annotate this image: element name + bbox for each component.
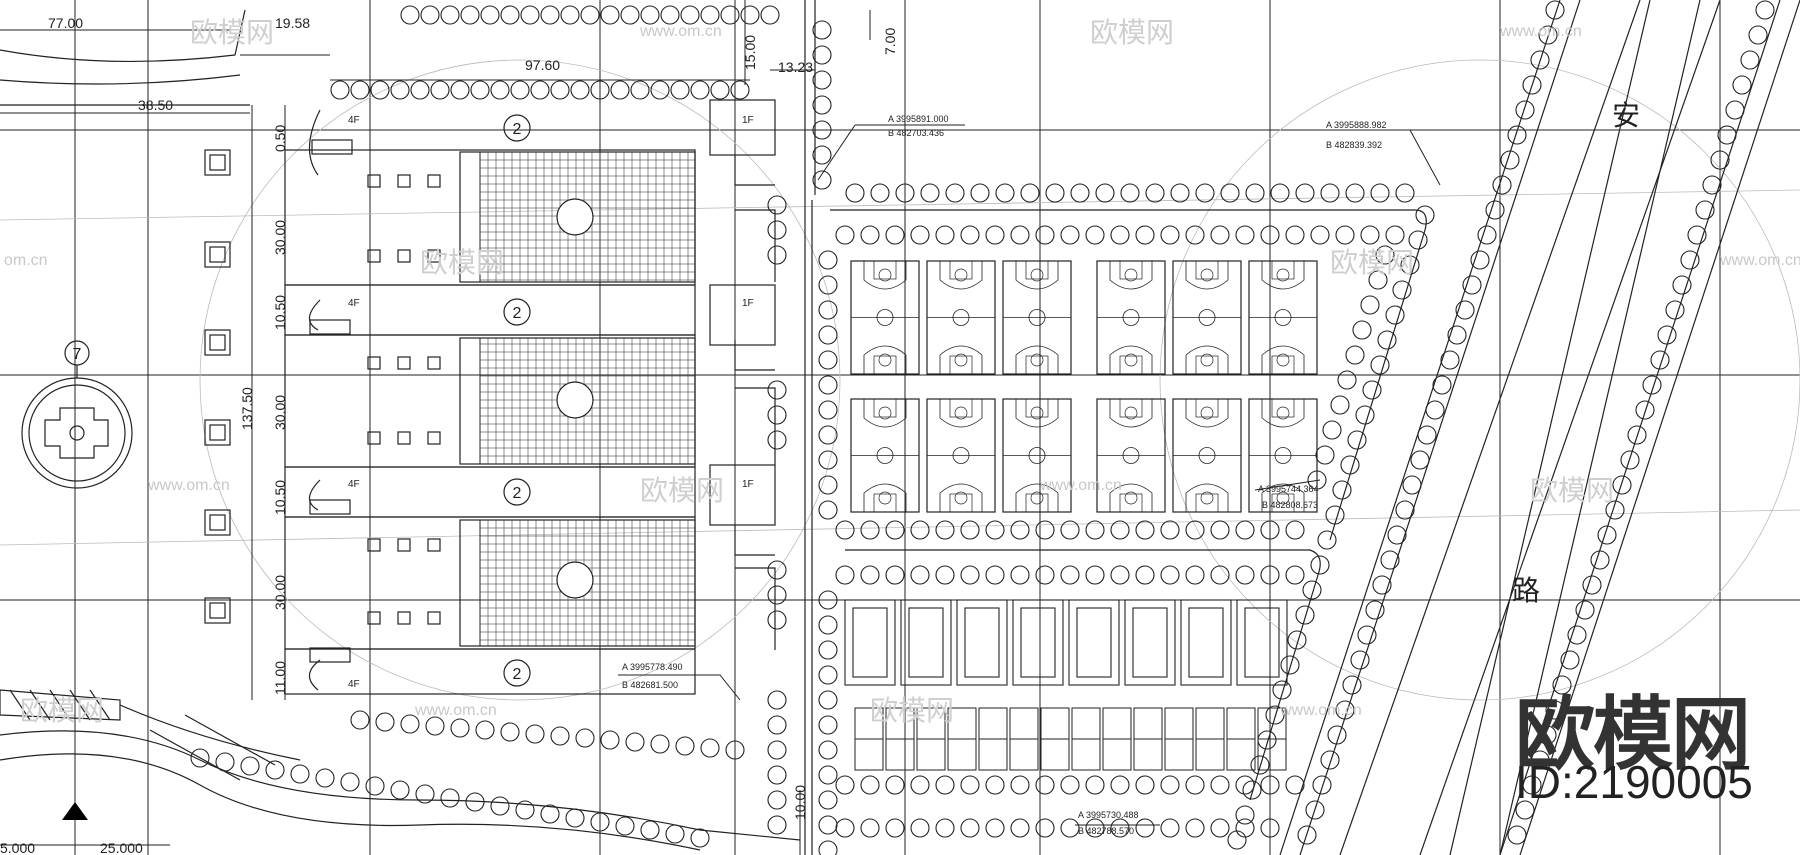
floor-1f-3: 1F bbox=[742, 479, 754, 490]
floor-4f-4: 4F bbox=[348, 679, 360, 690]
road-char-lu: 路 bbox=[1512, 574, 1540, 607]
floor-4f-3: 4F bbox=[348, 479, 360, 490]
building-bubbles bbox=[503, 114, 531, 687]
watermark-site: www.om.cn www.om.cn om.cn www.om.cn www.… bbox=[4, 23, 1800, 719]
watermark-brand-8: 欧模网 bbox=[870, 694, 954, 727]
watermark-brand-6: 欧模网 bbox=[1530, 474, 1614, 507]
watermark-logo-text: 欧模网 bbox=[1515, 688, 1751, 781]
dim-11-00: 11.00 bbox=[272, 661, 288, 695]
dim-0-50: 0.50 bbox=[272, 125, 288, 152]
west-zone bbox=[0, 9, 250, 624]
road-char-an: 安 bbox=[1612, 99, 1640, 132]
floor-1f-1: 1F bbox=[742, 115, 754, 126]
coord-4-b: B 482808.673 bbox=[1262, 500, 1318, 510]
watermark-brand-2: 欧模网 bbox=[1090, 16, 1174, 49]
dim-30-00-b: 30.00 bbox=[272, 395, 288, 430]
watermark-site-7: www.om.cn bbox=[414, 702, 497, 719]
dim-137-50: 137.50 bbox=[239, 387, 255, 430]
watermark-brand-1: 欧模网 bbox=[190, 16, 274, 49]
dim-10-50-a: 10.50 bbox=[272, 295, 288, 330]
tree-rows bbox=[190, 0, 1775, 855]
road-labels: 安 路 bbox=[1512, 99, 1640, 607]
dim-15-00: 15.00 bbox=[742, 35, 758, 70]
dim-7-00: 7.00 bbox=[882, 28, 898, 55]
coord-2-a: A 3995888.982 bbox=[1326, 120, 1387, 130]
dim-5-000: 5.000 bbox=[0, 840, 35, 855]
dim-25-000: 25.000 bbox=[100, 840, 143, 855]
dim-30-00-c: 30.00 bbox=[272, 575, 288, 610]
coord-5-b: B 482788.570 bbox=[1078, 826, 1134, 836]
dim-19-58: 19.58 bbox=[275, 15, 310, 31]
coord-2-b: B 482839.392 bbox=[1326, 140, 1382, 150]
basketball-courts bbox=[850, 260, 1318, 513]
bubble-2-3: 2 bbox=[513, 485, 522, 502]
dim-30-00-a: 30.00 bbox=[272, 220, 288, 255]
coord-3-b: B 482681.500 bbox=[622, 680, 678, 690]
coord-3-a: A 3995778.490 bbox=[622, 662, 683, 672]
floor-1f-2: 1F bbox=[742, 298, 754, 309]
coord-1-a: A 3995891.000 bbox=[888, 114, 949, 124]
dimension-lines bbox=[0, 0, 1441, 855]
watermark-site-8: www.om.cn bbox=[1279, 702, 1362, 719]
watermark-brand-7: 欧模网 bbox=[20, 694, 104, 727]
bubble-7: 7 bbox=[73, 346, 82, 363]
dim-77-00: 77.00 bbox=[48, 15, 83, 31]
tennis-courts bbox=[844, 599, 1288, 686]
watermark-site-2: www.om.cn bbox=[1499, 23, 1582, 40]
plaza-paving bbox=[479, 151, 696, 647]
bubble-labels: 2 2 2 2 7 bbox=[73, 121, 522, 683]
diagonal-road bbox=[1279, 0, 1800, 855]
floor-4f-2: 4F bbox=[348, 298, 360, 309]
dim-10-00: 10.00 bbox=[792, 785, 808, 820]
badminton-courts bbox=[854, 707, 1287, 771]
riverbank bbox=[0, 689, 801, 851]
watermark-site-4: www.om.cn bbox=[1719, 252, 1800, 269]
north-arrow-icon bbox=[62, 802, 88, 820]
watermark-site-6: www.om.cn bbox=[1039, 477, 1122, 494]
dim-38-50: 38.50 bbox=[138, 97, 173, 113]
coord-1-b: B 482703.436 bbox=[888, 128, 944, 138]
coord-4-a: A 3995744.364 bbox=[1258, 484, 1319, 494]
watermark-brand-4: 欧模网 bbox=[1330, 246, 1414, 279]
watermark-brand: 欧模网 欧模网 欧模网 欧模网 欧模网 欧模网 欧模网 欧模网 bbox=[20, 16, 1614, 727]
floor-4f-1: 4F bbox=[348, 115, 360, 126]
watermark-brand-3: 欧模网 bbox=[420, 246, 504, 279]
sports-boundaries bbox=[804, 0, 1427, 855]
bubble-2-2: 2 bbox=[513, 305, 522, 322]
faint-guide-lines bbox=[0, 59, 1800, 701]
coordinate-labels: A 3995891.000 B 482703.436 A 3995888.982… bbox=[622, 114, 1387, 836]
dimension-labels: 77.00 19.58 97.60 15.00 13.23 7.00 38.50… bbox=[0, 15, 898, 855]
bubble-2-1: 2 bbox=[513, 121, 522, 138]
watermark-site-5: www.om.cn bbox=[147, 477, 230, 494]
dim-97-60: 97.60 bbox=[525, 57, 560, 73]
watermark-id: ID:2190005 bbox=[1515, 756, 1753, 808]
watermark-site-1: www.om.cn bbox=[639, 23, 722, 40]
coord-5-a: A 3995730.488 bbox=[1078, 810, 1139, 820]
dim-13-23: 13.23 bbox=[778, 59, 813, 75]
floor-labels: 4F 4F 4F 4F 1F 1F 1F bbox=[348, 115, 754, 690]
watermark-site-3: om.cn bbox=[4, 252, 48, 269]
dim-10-50-b: 10.50 bbox=[272, 480, 288, 515]
watermark-brand-5: 欧模网 bbox=[640, 474, 724, 507]
bubble-2-4: 2 bbox=[513, 666, 522, 683]
